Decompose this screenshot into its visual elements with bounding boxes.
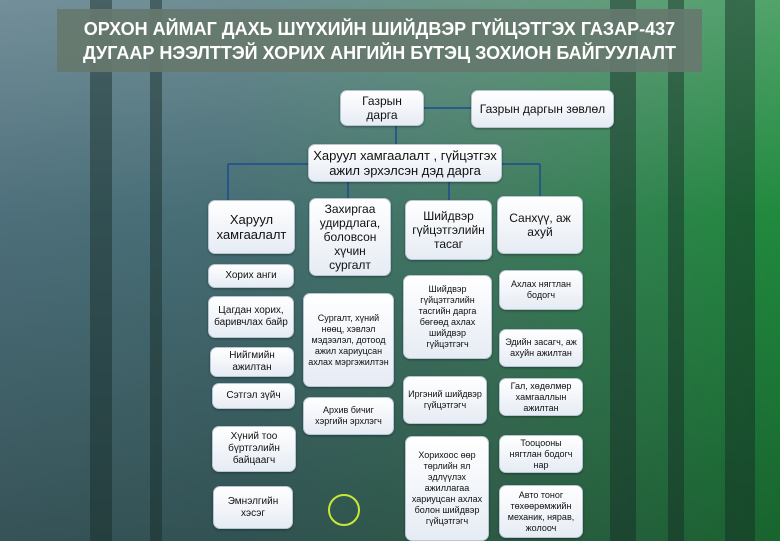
director-box: Газрын дарга — [340, 90, 424, 126]
col1-item: Сэтгэл зүйч — [212, 383, 295, 409]
highlight-circle — [328, 494, 360, 526]
col4-header: Санхүү, аж ахуй — [497, 196, 583, 254]
col2-item: Архив бичиг хэргийн эрхлэгч — [303, 397, 394, 435]
col4-item: Гал, хөдөлмөр хамгааллын ажилтан — [499, 378, 583, 416]
col3-item: Хорихоос өөр төрлийн ял эдлүүлэх ажиллаг… — [405, 436, 489, 541]
page-title: ОРХОН АЙМАГ ДАХЬ ШҮҮХИЙН ШИЙДВЭР ГҮЙЦЭТГ… — [57, 9, 702, 72]
deputy-box: Харуул хамгаалалт , гүйцэтгэх ажил эрхэл… — [308, 144, 502, 182]
col3-item: Иргэний шийдвэр гүйцэтгэгч — [403, 376, 487, 424]
col4-item: Эдийн засагч, аж ахуйн ажилтан — [499, 329, 583, 367]
title-line-1: ОРХОН АЙМАГ ДАХЬ ШҮҮХИЙН ШИЙДВЭР ГҮЙЦЭТГ… — [83, 18, 676, 39]
col1-item: Цагдан хорих, баривчлах байр — [208, 296, 294, 338]
col3-header: Шийдвэр гүйцэтгэлийн тасаг — [405, 200, 492, 260]
col1-item: Эмнэлгийн хэсэг — [213, 486, 293, 529]
council-box: Газрын даргын зөвлөл — [471, 90, 614, 128]
col3-item: Шийдвэр гүйцэтгэлийн тасгийн дарга бөгөө… — [403, 275, 492, 359]
col2-item: Сургалт, хүний нөөц, хэвлэл мэдээлэл, до… — [303, 293, 394, 387]
col4-item: Авто тоног төхөөрөмжийн механик, нярав, … — [499, 485, 583, 538]
col1-item: Хорих анги — [208, 264, 294, 288]
col1-item: Хүний тоо бүртгэлийн байцаагч — [212, 426, 296, 472]
col4-item: Ахлах нягтлан бодогч — [499, 270, 583, 310]
col4-item: Тооцооны нягтлан бодогч нар — [499, 435, 583, 473]
col1-item: Нийгмийн ажилтан — [210, 347, 294, 377]
title-line-2: ДУГААР НЭЭЛТТЭЙ ХОРИХ АНГИЙН БҮТЭЦ ЗОХИО… — [83, 42, 676, 63]
col2-header: Захиргаа удирдлага, боловсон хүчин сурга… — [309, 198, 391, 276]
col1-header: Харуул хамгаалалт — [208, 200, 295, 254]
